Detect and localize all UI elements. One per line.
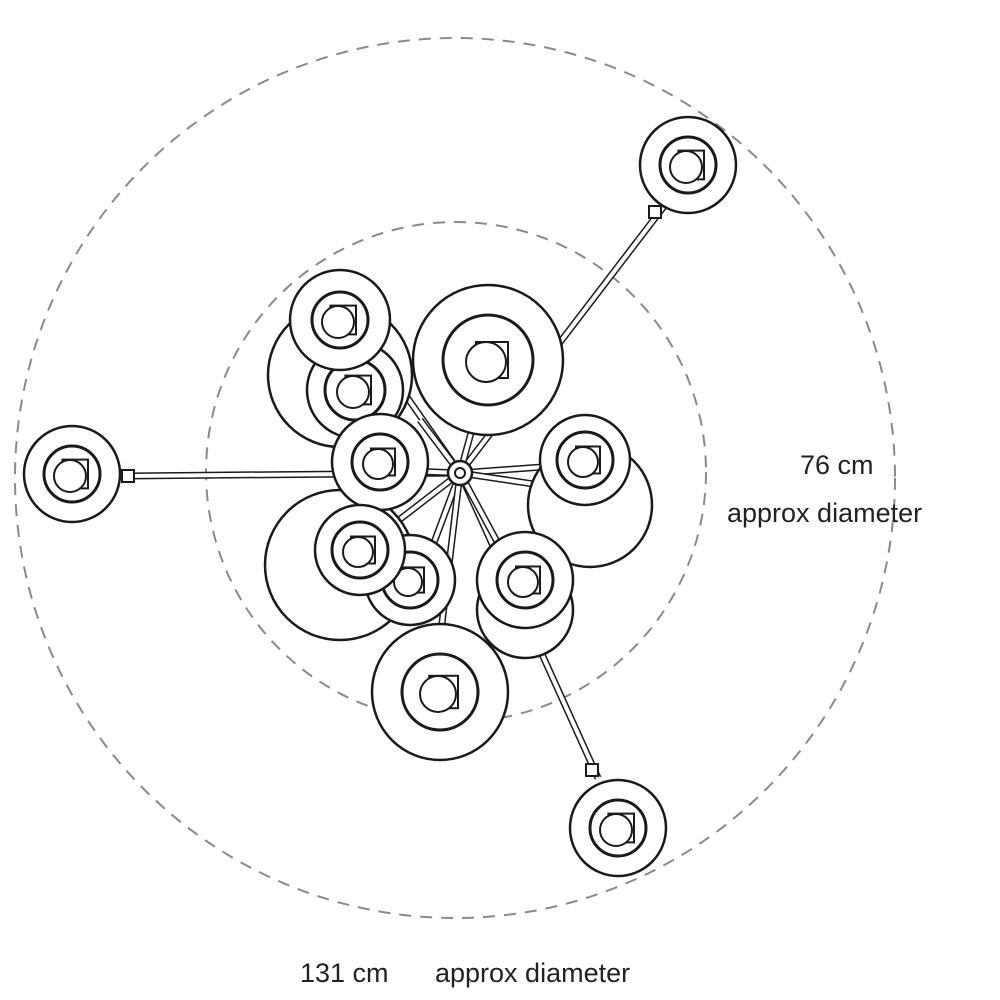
- bulb: [362, 448, 394, 480]
- arm: [438, 472, 462, 641]
- bulb: [393, 567, 423, 597]
- inner-diameter-value: 76 cm: [800, 450, 874, 480]
- inner-diameter-caption: approx diameter: [727, 498, 923, 528]
- outer-diameter-circle: [14, 37, 896, 919]
- arm-connector: [648, 205, 662, 219]
- arm: [459, 471, 541, 487]
- arm-connector: [585, 763, 599, 777]
- bulb: [336, 375, 370, 409]
- bulb: [53, 459, 87, 493]
- outer-diameter-caption: approx diameter: [435, 958, 631, 988]
- arm-connector: [121, 469, 135, 483]
- bulb: [567, 446, 599, 478]
- bulb: [321, 305, 355, 339]
- bulb: [342, 536, 374, 568]
- center-hub-cap: [454, 467, 466, 479]
- bulb: [669, 150, 703, 184]
- bulb: [465, 341, 507, 383]
- bulb: [419, 675, 457, 713]
- bulb: [507, 566, 539, 598]
- outer-diameter-value: 131 cm: [300, 958, 389, 988]
- bulb: [599, 813, 633, 847]
